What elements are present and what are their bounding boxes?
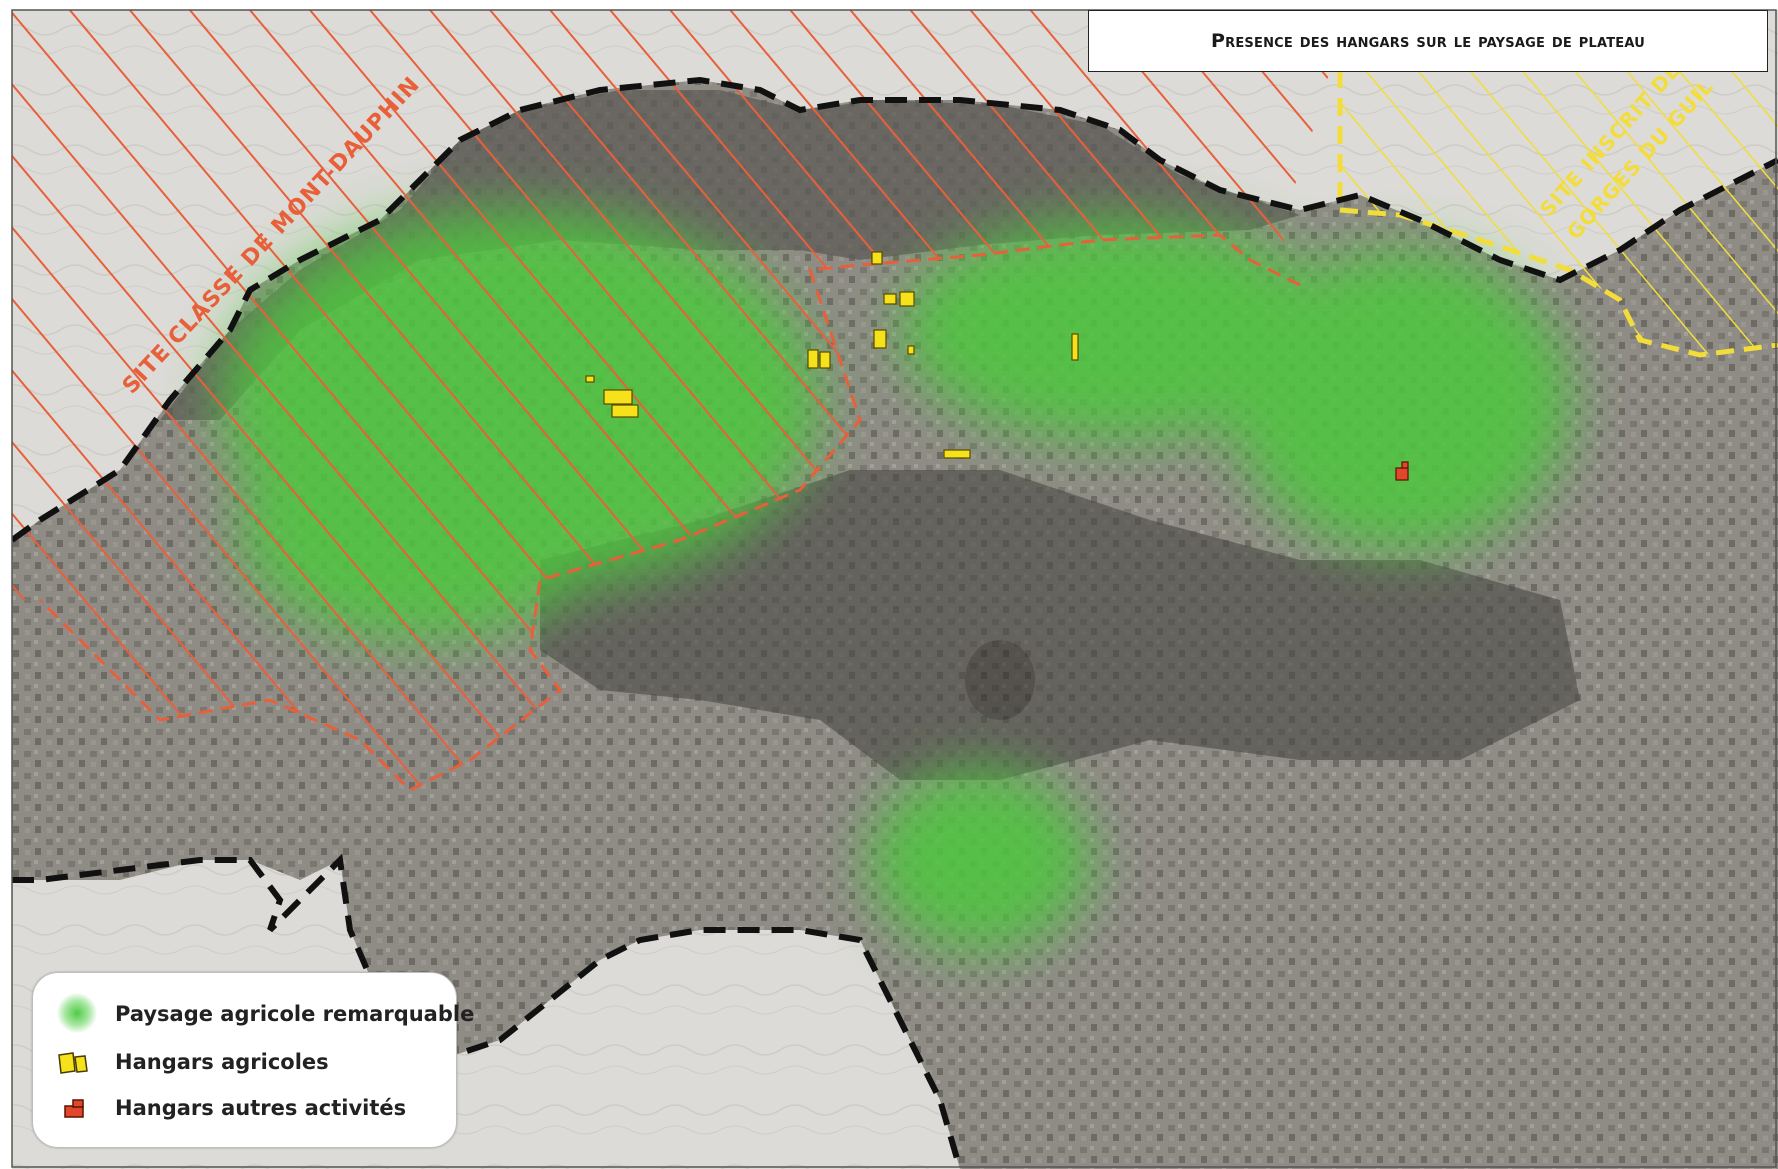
- hangar-agricole: [585, 375, 595, 383]
- legend-label: Hangars autres activités: [115, 1096, 407, 1120]
- legend-item-agri-landscape: Paysage agricole remarquable: [51, 993, 475, 1033]
- legend-item-hangars-agricoles: Hangars agricoles: [51, 1047, 329, 1077]
- study-area-boundary: [12, 76, 1778, 543]
- legend-label: Hangars agricoles: [115, 1050, 329, 1074]
- study-area-boundary-south: [12, 853, 963, 1169]
- legend-item-hangars-autres: Hangars autres activités: [51, 1093, 406, 1123]
- site-inscrit-zone: [1340, 70, 1778, 355]
- hangar-agricole: [871, 251, 883, 265]
- hangar-agricole: [899, 291, 915, 307]
- hangar-autre: [1395, 467, 1409, 481]
- hangars-agricoles: [585, 251, 1079, 459]
- hangar-agricole: [1071, 333, 1079, 361]
- site-classe-zone: [12, 10, 1330, 790]
- hangars-autres-activites: [1395, 461, 1409, 481]
- green-zone-icon: [51, 993, 97, 1033]
- hangar-autre: [1401, 461, 1409, 469]
- legend-label: Paysage agricole remarquable: [115, 1002, 475, 1026]
- hangar-agricole: [883, 293, 897, 305]
- red-shed-icon: [51, 1093, 97, 1123]
- map-title: Presence des hangars sur le paysage de p…: [1088, 10, 1768, 72]
- hangar-agricole: [807, 349, 819, 369]
- site-classe-outline: [38, 233, 1301, 792]
- site-inscrit-outline: [1337, 70, 1778, 358]
- hangar-agricole: [873, 329, 887, 349]
- map-frame: [11, 9, 1777, 1168]
- hangar-agricole: [819, 351, 831, 369]
- hangar-agricole: [611, 404, 639, 418]
- yellow-shed-icon: [51, 1047, 97, 1077]
- urban-area: [540, 470, 1580, 780]
- map-legend: Paysage agricole remarquable Hangars agr…: [32, 972, 474, 1148]
- hangar-agricole: [943, 449, 971, 459]
- hangar-agricole: [603, 389, 633, 405]
- hangar-agricole: [907, 345, 915, 355]
